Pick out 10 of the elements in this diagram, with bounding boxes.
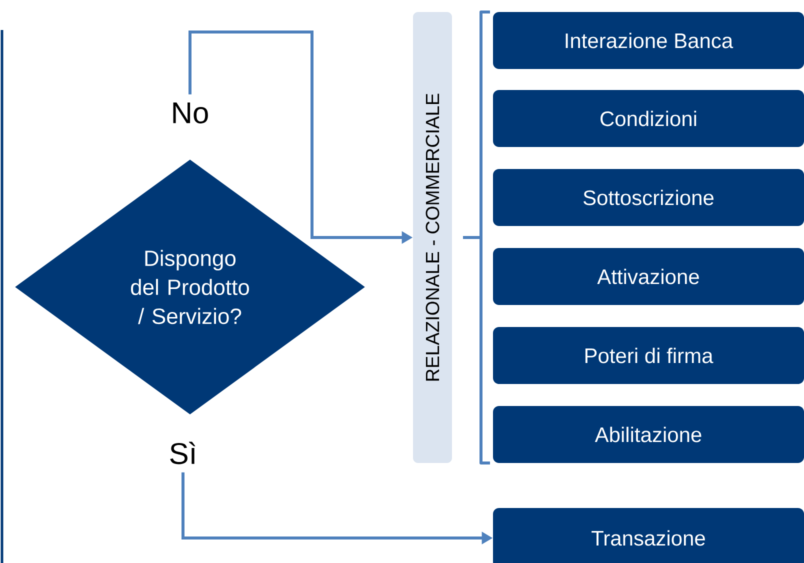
answer-label: No bbox=[173, 102, 208, 124]
process-box: Condizioni bbox=[493, 90, 804, 147]
category-band: RELAZIONALE - COMMERCIALE bbox=[413, 12, 452, 463]
answer-label: Sì bbox=[170, 442, 196, 464]
process-box: Attivazione bbox=[493, 248, 804, 305]
process-box: Interazione Banca bbox=[493, 12, 804, 69]
process-box: Transazione bbox=[493, 508, 804, 563]
process-box: Sottoscrizione bbox=[493, 169, 804, 226]
process-box: Abilitazione bbox=[493, 406, 804, 463]
process-box: Poteri di firma bbox=[493, 327, 804, 384]
